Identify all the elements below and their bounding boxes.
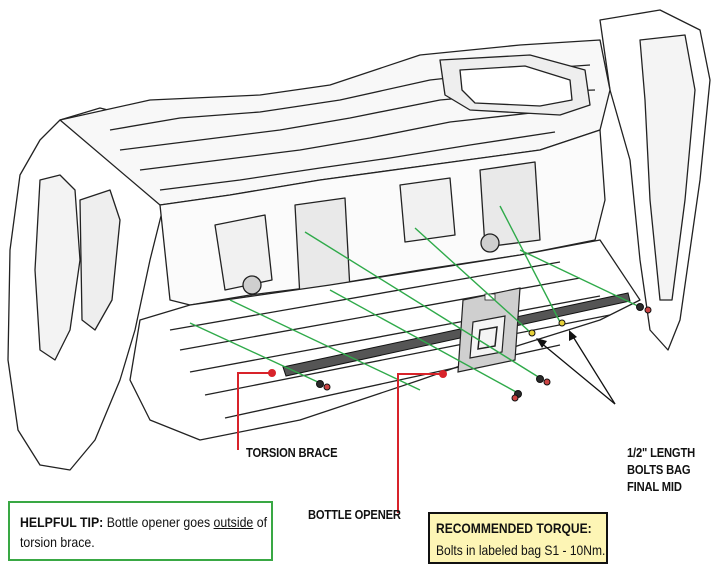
tip-prefix: HELPFUL TIP: [20, 514, 104, 530]
bolts-label-line3: FINAL MID [627, 479, 682, 494]
bottle-opener-label: BOTTLE OPENER [308, 507, 401, 522]
bolts-label-line2: BOLTS BAG [627, 462, 691, 477]
tip-text-a: Bottle opener goes [103, 514, 214, 530]
bolts-label-line1: 1/2" LENGTH [627, 445, 696, 460]
recommended-torque-box: RECOMMENDED TORQUE: Bolts in labeled bag… [428, 512, 608, 564]
tip-emphasis: outside [213, 514, 254, 530]
torsion-brace-label: TORSION BRACE [246, 445, 338, 460]
torque-text: Bolts in labeled bag S1 - 10Nm. [436, 542, 606, 558]
helpful-tip-box: HELPFUL TIP: Bottle opener goes outside … [8, 501, 273, 561]
tip-text-b: of torsion brace. [20, 514, 268, 550]
torque-title: RECOMMENDED TORQUE: [436, 520, 592, 536]
